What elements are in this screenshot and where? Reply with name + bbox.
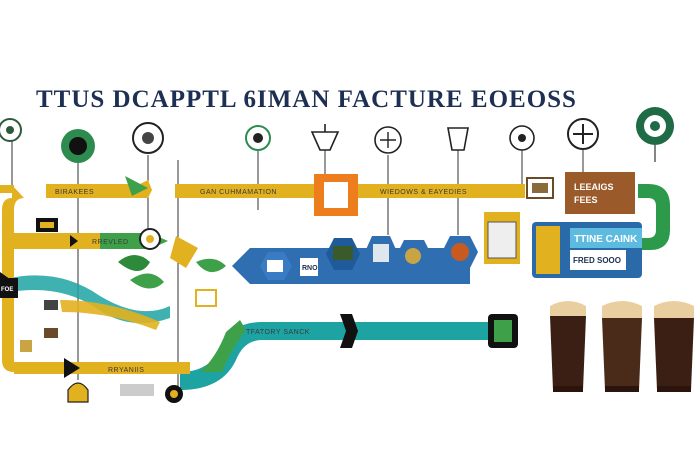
right-green-curve [638, 184, 670, 250]
diagram-title: TTUS DCAPPTL 6IMAN FACTURE EOEOSS [36, 86, 577, 113]
right-card-line2: FEES [574, 195, 598, 205]
document-node [314, 174, 358, 216]
bottom-band [180, 314, 518, 390]
small-icons [20, 289, 217, 352]
gear-icon [132, 122, 164, 154]
bottom-conveyor [14, 358, 190, 403]
hex-chain [232, 236, 478, 284]
clock-icon [139, 228, 161, 250]
glass-icon [654, 301, 694, 392]
left-tag-label: FOE [1, 287, 13, 293]
glass-icon [550, 301, 586, 392]
top-emblems [0, 107, 674, 163]
hex-icon [442, 236, 478, 268]
tool-icon [447, 127, 469, 151]
right-panel-line1: TTINE CAINK [574, 234, 638, 245]
hex-icon [364, 236, 398, 272]
hex-icon [260, 252, 292, 280]
right-info-panel [532, 222, 642, 278]
tool-icon [374, 126, 402, 154]
bottom-bar-label: RRYANIIS [108, 367, 144, 374]
leaf-icon [118, 236, 226, 289]
tool-icon [310, 124, 340, 151]
glass-icon [602, 301, 642, 392]
machine-panel [484, 212, 520, 264]
teal-band-label: TFATORY SANCK [246, 329, 310, 336]
machine-node [526, 177, 554, 199]
right-card-line1: LEEAIGS [574, 182, 614, 192]
hex-icon [326, 238, 360, 270]
top-mid-bar-label: GAN CUHMAMATION [200, 189, 277, 196]
gear-icon [567, 118, 599, 150]
right-panel-line2: FRED SOOO [573, 256, 621, 265]
hex-icon [396, 240, 432, 272]
gear-icon [245, 125, 271, 151]
gear-icon [61, 129, 95, 163]
top-left-bar-label: BIRAKEES [55, 189, 94, 196]
bell-icon [67, 382, 89, 403]
mid-left-conveyor [14, 218, 168, 250]
left-wave [10, 275, 170, 330]
tool-icon [509, 125, 535, 151]
gear-icon [636, 107, 674, 162]
gear-icon [0, 118, 22, 142]
left-return [0, 185, 24, 372]
blue-hex-label: RNO [302, 265, 318, 272]
mid-left-bar-label: RREVLED [92, 239, 129, 246]
right-label-card [565, 172, 635, 214]
top-right-bar-label: WIEDOWS & EAYEDIES [380, 189, 467, 196]
